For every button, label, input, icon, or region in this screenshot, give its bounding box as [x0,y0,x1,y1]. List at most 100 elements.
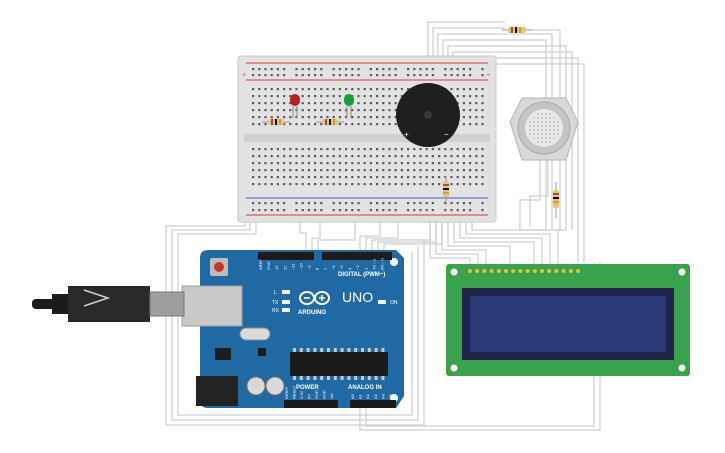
breadboard-hole [258,202,261,205]
mesh-dot [545,141,547,143]
breadboard-hole [450,209,453,212]
pin-label: TX→1 [371,258,376,270]
breadboard-hole [363,123,366,126]
breadboard-hole [345,88,348,91]
breadboard-hole [376,68,379,71]
breadboard-hole [363,116,366,119]
breadboard-hole [258,209,261,212]
breadboard-hole [425,68,428,71]
breadboard-hole [332,176,335,179]
mesh-dot [557,125,559,127]
breadboard-hole [388,109,391,112]
breadboard-hole [258,95,261,98]
chip-pin [313,348,317,352]
breadboard-hole [382,183,385,186]
breadboard-hole [388,176,391,179]
breadboard-hole [369,116,372,119]
breadboard-hole [469,102,472,105]
breadboard-hole [307,155,310,158]
breadboard-hole [252,183,255,186]
mesh-dot [537,125,539,127]
breadboard-hole [376,74,379,77]
breadboard-hole [295,162,298,165]
breadboard-hole [270,95,273,98]
chip-pin [340,348,344,352]
breadboard-hole [481,176,484,179]
breadboard-hole [462,88,465,91]
breadboard-hole [252,155,255,158]
pin-label: ~5 [339,265,344,270]
breadboard-hole [462,109,465,112]
breadboard-hole [351,88,354,91]
breadboard-hole [301,123,304,126]
breadboard-hole [264,162,267,165]
usb-cable-icon [32,286,185,322]
breadboard-hole [252,148,255,151]
breadboard-hole [283,123,286,126]
rail-minus-label: − [486,72,490,79]
breadboard-hole [270,102,273,105]
breadboard-hole [307,74,310,77]
mesh-dot [533,125,535,127]
breadboard-hole [345,123,348,126]
breadboard-hole [394,183,397,186]
breadboard-hole [351,202,354,205]
breadboard-hole [338,123,341,126]
breadboard-hole [307,88,310,91]
breadboard-hole [407,162,410,165]
resistor-icon [316,119,344,125]
breadboard-hole [264,123,267,126]
pin-label: 7 [323,267,328,270]
breadboard-hole [314,95,317,98]
breadboard-hole [270,162,273,165]
mesh-dot [529,125,531,127]
breadboard-hole [394,74,397,77]
breadboard-hole [382,68,385,71]
pin-label: 13 [274,265,279,270]
breadboard-hole [270,155,273,158]
breadboard-hole [270,148,273,151]
breadboard-hole [382,116,385,119]
breadboard-hole [320,209,323,212]
buzzer-plus-label: + [404,130,409,139]
breadboard-hole [407,176,410,179]
breadboard-hole [357,102,360,105]
breadboard-hole [475,116,478,119]
breadboard-hole [388,202,391,205]
breadboard-hole [252,88,255,91]
breadboard-hole [400,155,403,158]
breadboard-hole [400,88,403,91]
breadboard-hole [469,68,472,71]
breadboard-hole [394,202,397,205]
breadboard-hole [307,202,310,205]
breadboard-hole [431,169,434,172]
breadboard-hole [301,148,304,151]
breadboard-hole [351,176,354,179]
breadboard-hole [345,74,348,77]
breadboard-hole [394,116,397,119]
breadboard-hole [469,202,472,205]
breadboard-hole [326,109,329,112]
breadboard-hole [295,169,298,172]
breadboard-hole [320,88,323,91]
lcd-pin [554,269,559,273]
breadboard-hole [307,68,310,71]
mesh-dot [541,129,543,131]
breadboard-hole [413,202,416,205]
breadboard-hole [301,169,304,172]
breadboard-hole [369,209,372,212]
breadboard-hole [369,102,372,105]
breadboard-hole [450,169,453,172]
breadboard-hole [388,123,391,126]
breadboard-hole [351,116,354,119]
breadboard-hole [481,123,484,126]
breadboard-hole [351,123,354,126]
breadboard-hole [320,148,323,151]
breadboard-hole [394,176,397,179]
breadboard-hole [419,183,422,186]
breadboard-hole [413,209,416,212]
lcd-pin [568,269,573,273]
breadboard-hole [270,169,273,172]
breadboard-hole [419,176,422,179]
